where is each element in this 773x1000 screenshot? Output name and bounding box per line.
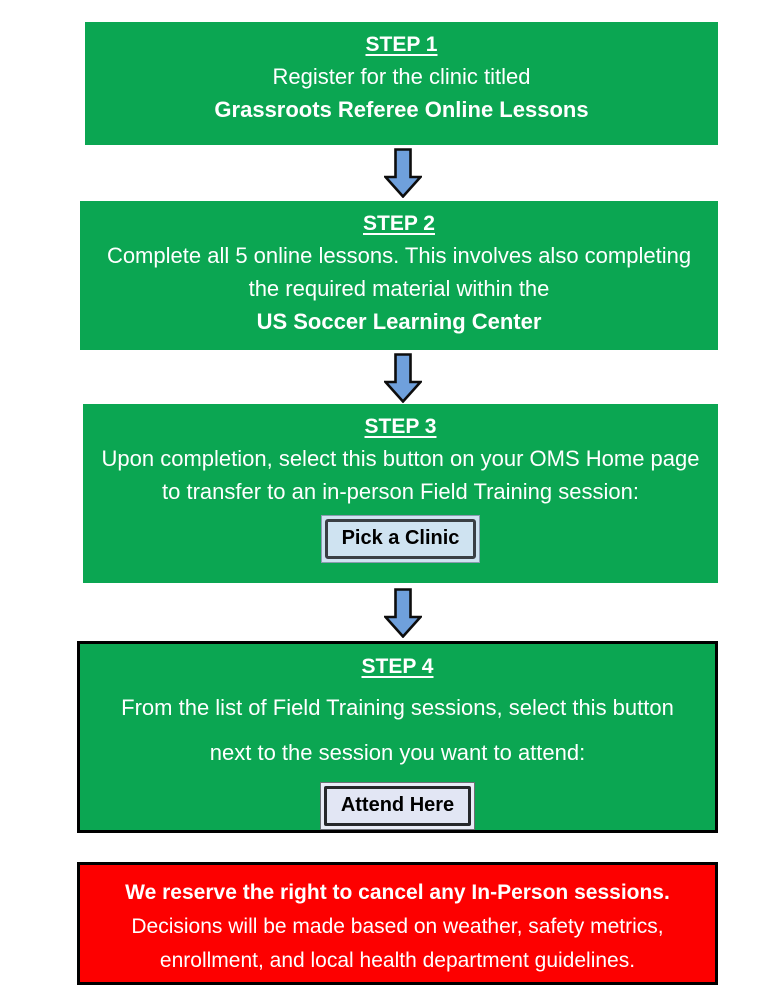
warning-headline: We reserve the right to cancel any In-Pe… [125,881,670,904]
warning-detail: Decisions will be made based on weather,… [131,915,664,972]
step-2-text: Complete all 5 online lessons. This invo… [106,243,692,301]
step-3-text: Upon completion, select this button on y… [101,446,700,504]
step-4-box: STEP 4 From the list of Field Training s… [77,641,718,833]
step-1-clinic-name: Grassroots Referee Online Lessons [214,97,589,122]
step-3-box: STEP 3 Upon completion, select this butt… [83,404,718,583]
step-2-learning-center: US Soccer Learning Center [256,309,542,334]
step-3-title: STEP 3 [364,415,437,438]
step-1-box: STEP 1 Register for the clinic titled Gr… [85,22,718,145]
step-1-text: Register for the clinic titled [272,64,531,89]
step-1-title: STEP 1 [365,33,438,56]
step-4-text: From the list of Field Training sessions… [121,695,674,765]
cancellation-warning-box: We reserve the right to cancel any In-Pe… [77,862,718,985]
pick-a-clinic-button-frame: Pick a Clinic [320,515,481,563]
attend-here-button-frame: Attend Here [319,782,476,830]
attend-here-button[interactable]: Attend Here [323,786,472,826]
step-2-box: STEP 2 Complete all 5 online lessons. Th… [80,201,718,350]
down-arrow-icon [384,353,422,403]
step-2-title: STEP 2 [363,212,435,235]
pick-a-clinic-button[interactable]: Pick a Clinic [324,519,477,559]
down-arrow-icon [384,588,422,638]
down-arrow-icon [384,148,422,198]
step-4-title: STEP 4 [361,655,434,678]
